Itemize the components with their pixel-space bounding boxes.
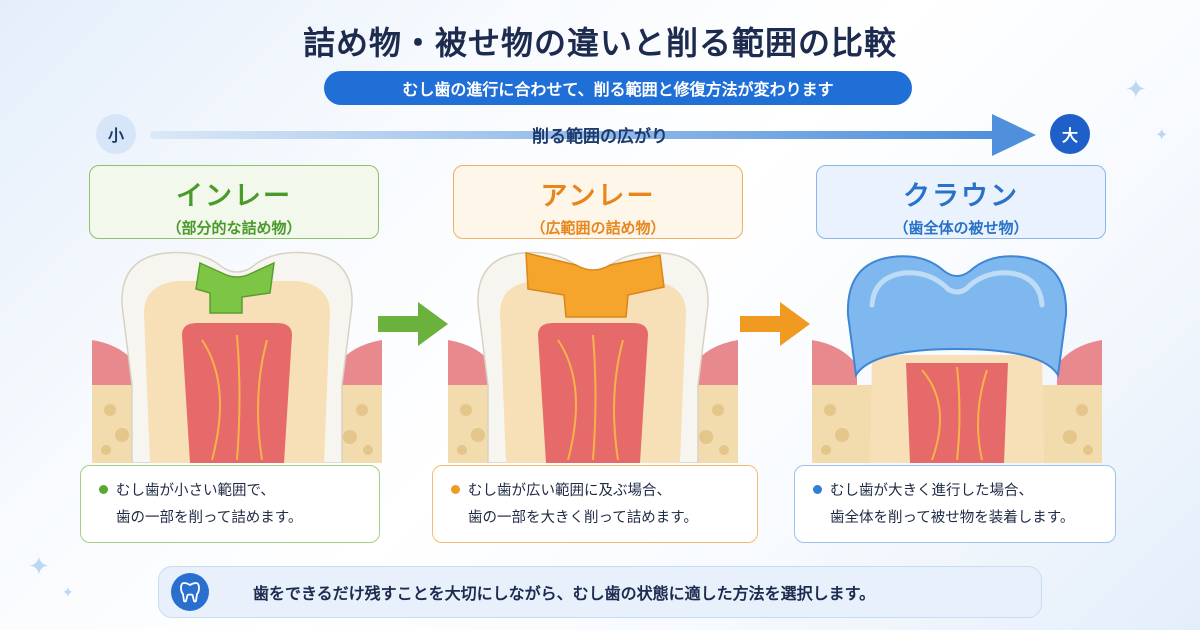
bottom-note-bar: 歯をできるだけ残すことを大切にしながら、むし歯の状態に適した方法を選択します。 xyxy=(158,566,1042,618)
sparkle-icon: ✦ xyxy=(62,585,74,601)
page-title: 詰め物・被せ物の違いと削る範囲の比較 xyxy=(302,24,897,62)
onlay-desc-line2: 歯の一部を大きく削って詰めます。 xyxy=(468,510,698,526)
bullet-icon xyxy=(813,485,822,494)
tooth-icon xyxy=(171,573,209,611)
onlay-name: アンレー xyxy=(540,181,656,212)
inlay-name: インレー xyxy=(176,181,292,212)
inlay-subtitle: （部分的な詰め物） xyxy=(166,219,302,237)
scale-large-badge: 大 xyxy=(1050,114,1090,154)
inlay-desc-line1: むし歯が小さい範囲で、 xyxy=(116,483,275,499)
inlay-heading: インレー （部分的な詰め物） xyxy=(89,165,379,239)
inlay-tooth-illustration xyxy=(92,251,382,463)
arrow-right-icon xyxy=(740,302,810,346)
inlay-desc-line2: 歯の一部を削って詰めます。 xyxy=(116,510,303,526)
onlay-description: むし歯が広い範囲に及ぶ場合、 歯の一部を大きく削って詰めます。 xyxy=(432,465,758,543)
arrow-right-icon xyxy=(378,302,448,346)
onlay-subtitle: （広範囲の詰め物） xyxy=(530,219,666,237)
bullet-icon xyxy=(451,485,460,494)
inlay-description: むし歯が小さい範囲で、 歯の一部を削って詰めます。 xyxy=(80,465,380,543)
bottom-note-text: 歯をできるだけ残すことを大切にしながら、むし歯の状態に適した方法を選択します。 xyxy=(253,584,876,603)
sparkle-icon: ✦ xyxy=(28,552,50,582)
onlay-heading: アンレー （広範囲の詰め物） xyxy=(453,165,743,239)
scale-arrow-icon xyxy=(150,114,1036,156)
scale-label: 削る範囲の広がり xyxy=(532,126,668,147)
sparkle-icon: ✦ xyxy=(1125,75,1147,105)
crown-tooth-illustration xyxy=(812,255,1102,463)
sparkle-icon: ✦ xyxy=(1155,125,1169,144)
scale-small-badge: 小 xyxy=(96,114,136,154)
crown-desc-line2: 歯全体を削って被せ物を装着します。 xyxy=(830,510,1075,526)
crown-name: クラウン xyxy=(903,181,1019,212)
onlay-tooth-illustration xyxy=(448,251,738,463)
crown-desc-line1: むし歯が大きく進行した場合、 xyxy=(830,483,1033,499)
crown-description: むし歯が大きく進行した場合、 歯全体を削って被せ物を装着します。 xyxy=(794,465,1116,543)
crown-subtitle: （歯全体の被せ物） xyxy=(893,219,1029,237)
subtitle-banner: むし歯の進行に合わせて、削る範囲と修復方法が変わります xyxy=(324,71,912,105)
bullet-icon xyxy=(99,485,108,494)
crown-heading: クラウン （歯全体の被せ物） xyxy=(816,165,1106,239)
onlay-desc-line1: むし歯が広い範囲に及ぶ場合、 xyxy=(468,483,671,499)
